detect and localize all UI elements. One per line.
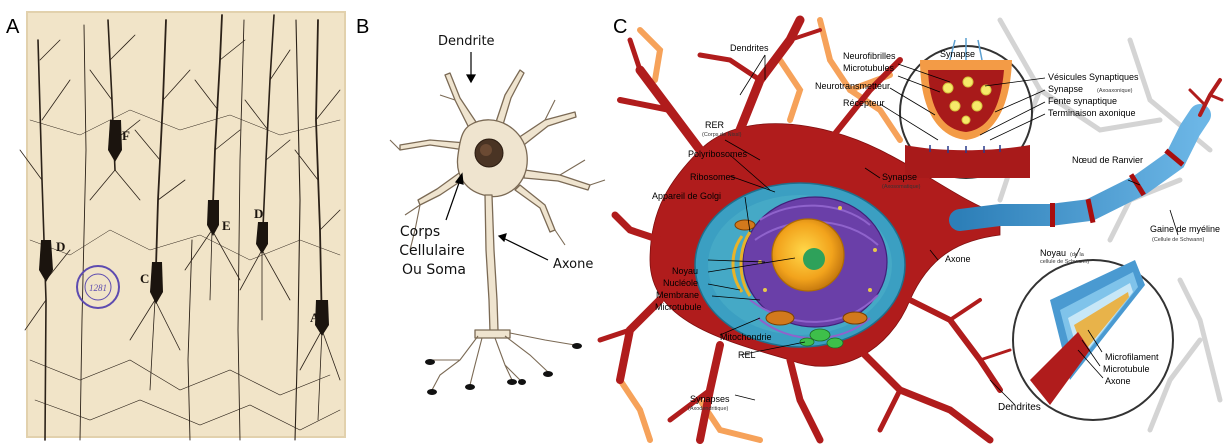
- c-label-membrane: Membrane: [656, 290, 699, 300]
- c-label-terminaison: Terminaison axonique: [1048, 108, 1136, 118]
- c-label-synapse-inset: Synapse: [940, 49, 975, 59]
- c-label-synapse-axosomatique: Synapse: [882, 172, 917, 182]
- c-sublabel-cellule-schwann: (Cellule de Schwann): [1152, 237, 1204, 243]
- c-label-nucleole: Nucléole: [663, 278, 698, 288]
- figure-letter-d-left: D: [56, 239, 65, 254]
- c-label-axone-mid: Axone: [945, 254, 971, 264]
- figure-letter-f: F: [122, 128, 130, 143]
- synapse-inset: [900, 38, 1032, 178]
- label-axone-b: Axone: [553, 257, 593, 272]
- c-label-microtubules: Microtubules: [843, 63, 895, 73]
- figure-letter-a: A: [310, 310, 320, 325]
- figure-letter-d-right: D: [254, 206, 263, 221]
- svg-text:1281: 1281: [89, 283, 107, 293]
- c-label-neurotransmetteur: Neurotransmetteur: [815, 81, 890, 91]
- c-label-ribosomes: Ribosomes: [690, 172, 736, 182]
- c-sublabel-cellule-schwann-2: cellule de Schwann): [1040, 259, 1089, 265]
- panel-c-neuron: Dendrites Neurofibrilles Microtubules Sy…: [600, 20, 1222, 440]
- c-label-recepteur: Récepteur: [843, 98, 885, 108]
- c-label-rel: REL: [738, 350, 756, 360]
- c-label-neurofibrilles: Neurofibrilles: [843, 51, 896, 61]
- figure-letter-e: E: [222, 218, 231, 233]
- c-sublabel-corps-nissl: (Corps de Nissl): [702, 132, 742, 138]
- c-label-dendrites-bottom: Dendrites: [998, 402, 1041, 413]
- panel-a-drawing: 1281 F E D D C A: [20, 12, 345, 440]
- figure-letter-c: C: [140, 271, 149, 286]
- label-corps: Corps: [400, 224, 440, 240]
- label-dendrite: Dendrite: [438, 34, 495, 49]
- c-label-gaine-myeline: Gaine de myéline: [1150, 224, 1220, 234]
- c-label-axone-inset: Axone: [1105, 376, 1131, 386]
- axon-inset: [1013, 260, 1173, 420]
- c-label-fente: Fente synaptique: [1048, 96, 1117, 106]
- c-label-microfilament: Microfilament: [1105, 352, 1159, 362]
- c-label-synapses-axodendritiques: Synapses: [690, 394, 730, 404]
- label-cellulaire: Cellulaire: [399, 243, 464, 259]
- c-label-polyribosomes: Polyribosomes: [688, 149, 748, 159]
- c-sublabel-axosomatique: (Axosomatique): [882, 184, 921, 190]
- c-label-noyau-schwann: Noyau: [1040, 248, 1066, 258]
- c-label-microtubule-right: Microtubule: [1103, 364, 1150, 374]
- c-label-dendrites-top: Dendrites: [730, 43, 769, 53]
- c-label-vesicules: Vésicules Synaptiques: [1048, 72, 1139, 82]
- panel-b-neuron: Dendrite Corps Cellulaire Ou Soma Axone: [390, 34, 605, 395]
- c-label-rer: RER: [705, 120, 725, 130]
- c-sublabel-de-la: (de la: [1070, 252, 1085, 258]
- label-ou-soma: Ou Soma: [402, 262, 466, 278]
- c-label-golgi: Appareil de Golgi: [652, 191, 721, 201]
- c-label-synapse-axoaxonique: Synapse: [1048, 84, 1083, 94]
- c-sublabel-axodendritiques: (Axodendritique): [688, 406, 729, 412]
- c-sublabel-axoaxonique: (Axoaxonique): [1097, 88, 1133, 94]
- c-label-noyau: Noyau: [672, 266, 698, 276]
- c-label-microtubule-left: Microtubule: [655, 302, 702, 312]
- c-label-mitochondrie: Mitochondrie: [720, 332, 772, 342]
- c-label-noeud-ranvier: Nœud de Ranvier: [1072, 155, 1143, 165]
